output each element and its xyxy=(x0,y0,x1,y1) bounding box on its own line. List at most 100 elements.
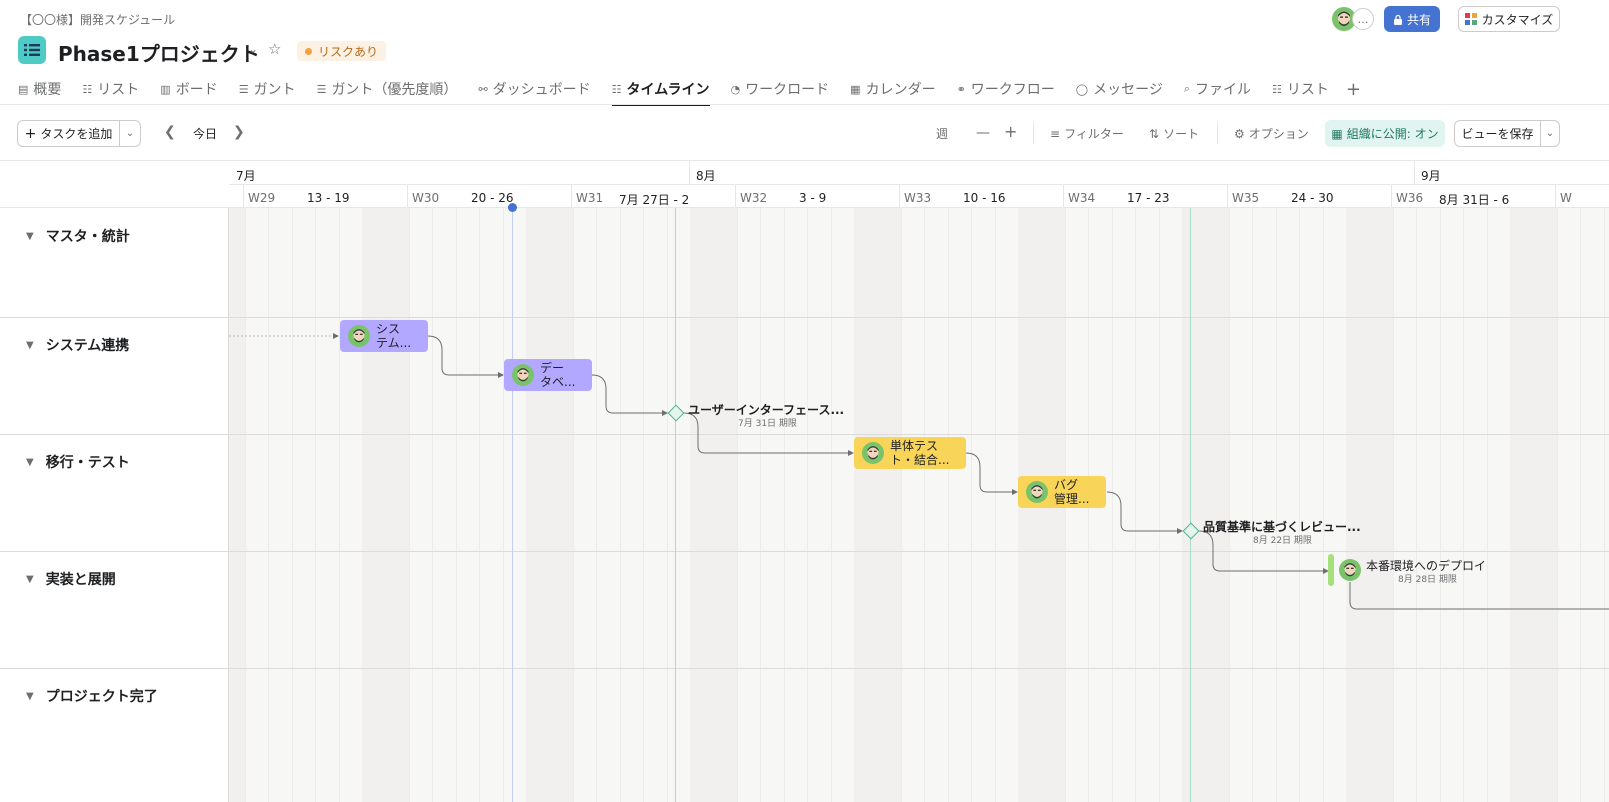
more-members-button[interactable]: … xyxy=(1352,8,1374,30)
task-bar[interactable]: 単体テスト・結合... xyxy=(854,437,966,469)
day-gridline xyxy=(1580,208,1582,802)
weekend-shade xyxy=(1510,208,1557,802)
today-marker xyxy=(508,203,517,212)
gantt-icon: ☰ xyxy=(316,82,327,96)
tab-message[interactable]: ◯メッセージ xyxy=(1076,74,1163,104)
section-header[interactable]: ▼マスタ・統計 xyxy=(26,226,130,246)
day-gridline xyxy=(338,208,340,802)
tab-label: ダッシュボード xyxy=(492,82,591,98)
week-divider xyxy=(1063,185,1064,209)
section-column xyxy=(0,208,229,802)
section-divider xyxy=(0,668,1609,669)
chevron-right-icon[interactable]: ❯ xyxy=(233,124,245,140)
weekend-shade xyxy=(1346,208,1393,802)
project-title[interactable]: Phase1プロジェクト xyxy=(58,42,260,66)
save-view-dropdown-icon[interactable]: ⌄ xyxy=(1545,128,1555,139)
section-header[interactable]: ▼移行・テスト xyxy=(26,452,130,472)
save-view-button[interactable]: ビューを保存 xyxy=(1455,121,1541,146)
day-gridline xyxy=(1557,208,1558,802)
tab-workload[interactable]: ◔ワークロード xyxy=(731,74,830,104)
status-badge[interactable]: リスクあり xyxy=(297,41,387,61)
tab-label: リスト xyxy=(1286,82,1329,98)
project-tabs: ▤概要☷リスト▥ボード☰ガント☰ガント（優先度順）⚯ダッシュボード☷タイムライン… xyxy=(18,74,1382,106)
tab-label: メッセージ xyxy=(1093,82,1163,98)
deploy-task-title[interactable]: 本番環境へのデプロイ xyxy=(1366,559,1487,573)
tab-calendar[interactable]: ▦カレンダー xyxy=(850,74,935,104)
overview-icon: ▤ xyxy=(18,82,29,96)
week-range: 20 - 26 xyxy=(471,191,514,205)
tab-timeline[interactable]: ☷タイムライン xyxy=(611,74,710,106)
section-header[interactable]: ▼プロジェクト完了 xyxy=(26,686,158,706)
week-range: 7月 27日 - 2 xyxy=(619,193,690,207)
list-icon: ☷ xyxy=(1272,82,1282,96)
tab-list[interactable]: ☷リスト xyxy=(82,74,139,104)
milestone-title[interactable]: 品質基準に基づくレビュー... xyxy=(1203,520,1361,534)
filter-button[interactable]: ≡ フィルター xyxy=(1050,125,1124,142)
filter-icon: ≡ xyxy=(1050,126,1061,141)
day-gridline xyxy=(1111,208,1113,802)
publish-to-org-button[interactable]: ▦ 組織に公開: オン xyxy=(1325,120,1445,147)
collapse-triangle-icon[interactable]: ▼ xyxy=(26,690,34,702)
timeline-grid[interactable] xyxy=(229,208,1609,802)
collapse-triangle-icon[interactable]: ▼ xyxy=(26,230,34,242)
section-header[interactable]: ▼実装と展開 xyxy=(26,569,116,589)
day-gridline xyxy=(807,208,809,802)
options-button[interactable]: ⚙ オプション xyxy=(1234,125,1309,142)
assignee-avatar xyxy=(512,364,534,386)
customize-label: カスタマイズ xyxy=(1481,12,1554,27)
tab-dashboard[interactable]: ⚯ダッシュボード xyxy=(478,74,590,104)
task-bar[interactable]: システム... xyxy=(340,320,428,352)
workload-icon: ◔ xyxy=(730,82,741,96)
day-gridline xyxy=(643,208,645,802)
week-divider xyxy=(407,185,408,209)
deploy-task-due: 8月 28日 期限 xyxy=(1398,575,1457,585)
day-gridline xyxy=(315,208,317,802)
tab-label: ガント xyxy=(253,82,296,98)
chevron-down-icon[interactable]: ⌄ xyxy=(248,42,259,56)
collapse-triangle-icon[interactable]: ▼ xyxy=(26,339,34,351)
today-button[interactable]: 今日 xyxy=(193,127,218,141)
day-gridline xyxy=(830,208,832,802)
day-gridline xyxy=(1275,208,1277,802)
task-bar[interactable]: データベ... xyxy=(504,359,592,391)
zoom-out-icon[interactable]: — xyxy=(976,125,990,141)
chevron-left-icon[interactable]: ❮ xyxy=(164,124,176,140)
section-header[interactable]: ▼システム連携 xyxy=(26,335,129,355)
tab-overview[interactable]: ▤概要 xyxy=(18,74,61,104)
week-number: W32 xyxy=(740,191,768,205)
week-divider xyxy=(899,185,900,209)
project-list-icon[interactable] xyxy=(18,36,46,64)
week-range: 10 - 16 xyxy=(963,191,1006,205)
add-task-button[interactable]: + タスクを追加 xyxy=(18,121,120,146)
day-gridline xyxy=(409,208,410,802)
tab-gantt[interactable]: ☰ガント xyxy=(239,74,296,104)
building-icon: ▦ xyxy=(1331,126,1343,141)
collapse-triangle-icon[interactable]: ▼ xyxy=(26,456,34,468)
collapse-triangle-icon[interactable]: ▼ xyxy=(26,573,34,585)
tab-list[interactable]: ☷ リスト xyxy=(1272,74,1329,104)
week-number: W36 xyxy=(1396,191,1424,205)
milestone-title[interactable]: ユーザーインターフェース... xyxy=(688,403,845,417)
tab-file[interactable]: ⌕ファイル xyxy=(1184,74,1251,104)
week-range: 3 - 9 xyxy=(799,191,827,205)
tab-board[interactable]: ▥ボード xyxy=(160,74,217,104)
zoom-in-icon[interactable]: + xyxy=(1004,122,1018,141)
sort-label: ソート xyxy=(1163,127,1200,141)
add-tab-icon[interactable]: + xyxy=(1345,78,1361,100)
task-bar[interactable]: バグ管理... xyxy=(1018,476,1106,508)
week-number: W xyxy=(1560,191,1572,205)
week-number: W29 xyxy=(248,191,276,205)
star-icon[interactable]: ☆ xyxy=(268,40,282,58)
breadcrumb[interactable]: 【〇〇様】開発スケジュール xyxy=(20,13,176,27)
day-gridline xyxy=(947,208,949,802)
share-button[interactable]: 共有 xyxy=(1384,6,1440,32)
tab-workflow[interactable]: ⚭ワークフロー xyxy=(957,74,1055,104)
deploy-task-bar[interactable] xyxy=(1328,554,1334,586)
customize-button[interactable]: カスタマイズ xyxy=(1458,6,1560,32)
add-task-dropdown-icon[interactable]: ⌄ xyxy=(125,128,135,139)
zoom-unit-select[interactable]: 週 xyxy=(936,127,949,141)
tab-gantt[interactable]: ☰ガント（優先度順） xyxy=(317,74,458,104)
week-number: W31 xyxy=(576,191,604,205)
sort-button[interactable]: ⇅ ソート xyxy=(1149,125,1199,142)
assignee-avatar xyxy=(1339,559,1361,581)
